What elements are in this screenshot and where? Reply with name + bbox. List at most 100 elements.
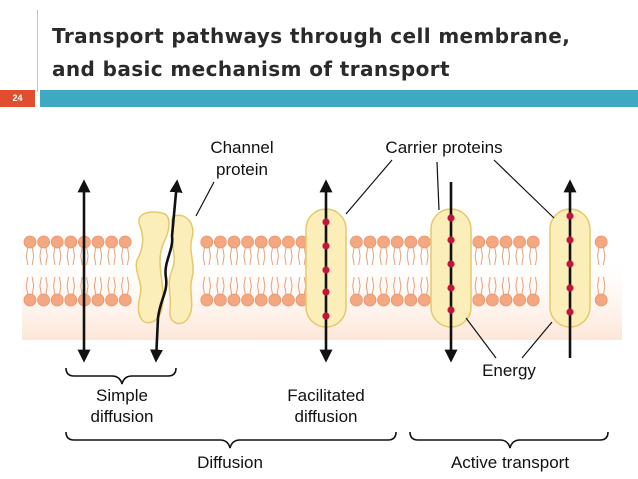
solute-dot [566,260,574,268]
solute-dot [447,214,455,222]
lipid-tail [284,246,287,266]
lipid-tail [534,276,538,296]
simple-diffusion-label-line-1: Simple [96,386,148,405]
lipid-tail [235,276,239,296]
lipid-tail [379,246,382,266]
lipid-head [241,293,255,307]
lipid-head [254,293,268,307]
simple-diffusion-label-line-2: diffusion [90,407,153,426]
solute-dot [447,260,455,268]
solute-dot [322,312,330,320]
lipid-tail [208,276,212,296]
lipid-tail [515,246,518,266]
lipid-tail [31,246,35,266]
active-transport-label: Active transport [451,453,569,472]
lipid-tail [494,276,497,296]
lipid-tail [420,246,423,266]
lipid-head [404,293,418,307]
lipid-tail [528,246,532,266]
lipid-head [377,293,391,307]
lipid-tail [39,276,42,296]
lipid-tail [243,246,246,266]
lipid-head [513,293,526,307]
carrier-proteins-label: Carrier proteins [385,138,502,157]
lipid-tail [352,276,355,296]
lipid-tail [406,276,410,296]
carrier-pointer-facilitated [345,159,393,215]
lipid-tail [256,246,260,266]
lipid-head [404,235,418,249]
lipid-tail [39,246,42,266]
lipid-tail [358,276,361,296]
lipid-tail [222,246,225,266]
lipid-tail [222,276,225,296]
lipid-head [485,235,499,249]
carrier-pointer-active-1 [436,161,440,211]
lipid-head [105,293,118,307]
lipid-tail [534,246,538,266]
energy-label: Energy [482,361,536,380]
lipid-tail [371,276,375,296]
solute-dot [322,218,330,226]
lipid-tail [488,276,491,296]
slide-title-line-1: Transport pathways through cell membrane… [52,24,571,48]
lipid-head [37,293,50,307]
lipid-tail [488,246,491,266]
lipid-head [241,235,255,249]
lipid-head [499,235,513,249]
lipid-head [200,293,214,307]
lipid-tail [398,276,402,296]
lipid-head [200,235,214,249]
lipid-tail [385,276,388,296]
lipid-tail [99,276,103,296]
lipid-head [213,235,227,249]
lipid-tail [235,246,239,266]
lipid-head [390,293,404,307]
lipid-head [377,235,391,249]
facilitated-diffusion-label-line-2: diffusion [294,407,357,426]
lipid-head [363,293,377,307]
lipid-tail [602,246,606,266]
lipid-tail [385,246,388,266]
solute-dot [447,236,455,244]
lipid-tail [365,246,369,266]
lipid-head [513,235,526,249]
lipid-head [594,235,608,249]
lipid-head [349,293,363,307]
diffusion-brace [65,431,397,449]
lipid-tail [276,276,280,296]
lipid-tail [602,276,606,296]
phospholipid-bilayer [23,235,608,307]
title-accent-bar [40,90,638,107]
lipid-tail [229,276,233,296]
energy-pointer-2 [521,321,553,359]
lipid-tail [93,246,97,266]
lipid-tail [216,276,219,296]
lipid-tail [45,246,48,266]
lipid-head [499,293,513,307]
lipid-head [417,235,431,249]
lipid-tail [270,246,274,266]
lipid-tail [58,276,62,296]
lipid-head [526,293,540,307]
lipid-head [281,235,295,249]
solute-dot [566,284,574,292]
lipid-tail [25,276,29,296]
lipid-tail [297,246,301,266]
solute-dot [322,288,330,296]
lipid-tail [120,246,124,266]
lipid-tail [412,276,416,296]
lipid-tail [420,276,423,296]
carrier-pointer-active-2 [493,159,555,219]
lipid-tail [249,246,252,266]
slide-title-line-2: and basic mechanism of transport [52,57,450,81]
solute-dot [566,236,574,244]
lipid-tail [113,246,116,266]
simple-diffusion-brace [65,367,177,385]
lipid-head [349,235,363,249]
lipid-tail [262,246,266,266]
lipid-head [23,293,37,307]
lipid-tail [358,246,361,266]
lipid-tail [474,246,478,266]
